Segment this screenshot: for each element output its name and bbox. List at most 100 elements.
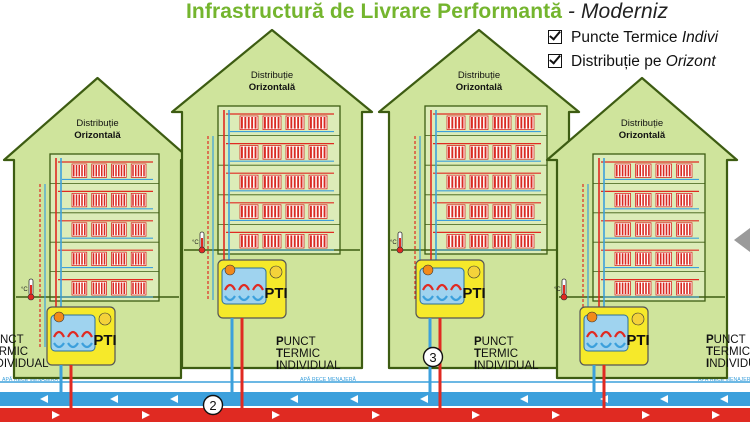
coil-hot bbox=[81, 330, 93, 338]
side-label-line: INDIVIDUAL bbox=[706, 358, 750, 370]
radiator-fin bbox=[530, 146, 533, 159]
hot-flow-arrow bbox=[52, 411, 60, 419]
radiator-row bbox=[614, 251, 693, 266]
radiator-row bbox=[446, 115, 535, 131]
radiator-fin bbox=[523, 205, 526, 218]
radiator-fin bbox=[241, 117, 243, 129]
radiator-fin bbox=[267, 205, 270, 218]
radiator-fin bbox=[504, 205, 507, 218]
radiator-fin bbox=[616, 253, 618, 265]
radiator-fin bbox=[662, 253, 665, 265]
radiator-fin bbox=[517, 205, 519, 218]
radiator-fin bbox=[313, 117, 316, 129]
radiator-fin bbox=[277, 205, 280, 218]
radiator-fin bbox=[665, 253, 668, 265]
radiator-fin bbox=[293, 146, 296, 159]
radiator-fin bbox=[621, 223, 624, 236]
radiator-fin bbox=[264, 205, 266, 218]
coil-cold bbox=[224, 295, 236, 302]
radiator bbox=[635, 222, 652, 237]
radiator-fin bbox=[461, 176, 464, 188]
radiator-fin bbox=[507, 176, 510, 188]
radiator-fin bbox=[78, 223, 81, 236]
radiator-fin bbox=[683, 223, 685, 236]
radiator-fin bbox=[616, 194, 618, 206]
coil-cold bbox=[436, 295, 448, 302]
radiator-fin bbox=[92, 165, 95, 177]
radiator-fin bbox=[458, 146, 461, 159]
radiator bbox=[655, 251, 672, 266]
radiator-fin bbox=[84, 253, 86, 265]
radiator-fin bbox=[81, 282, 83, 294]
roof-label-distributie: Distribuție bbox=[621, 118, 663, 129]
radiator-fin bbox=[668, 165, 671, 177]
radiator-fin bbox=[290, 176, 293, 188]
radiator-fin bbox=[101, 282, 103, 294]
radiator-fin bbox=[639, 165, 641, 177]
radiator-fin bbox=[241, 146, 243, 159]
radiator-fin bbox=[241, 176, 243, 188]
radiator-fin bbox=[264, 146, 266, 159]
marker-number: 2 bbox=[209, 398, 216, 413]
radiator-fin bbox=[624, 223, 627, 236]
radiator-row bbox=[614, 192, 693, 208]
radiator-row bbox=[71, 163, 147, 178]
radiator-fin bbox=[95, 194, 98, 206]
radiator bbox=[71, 281, 88, 296]
radiator bbox=[635, 251, 652, 266]
radiator-fin bbox=[497, 117, 500, 129]
radiator-fin bbox=[323, 176, 326, 188]
thermometer-bulb bbox=[198, 246, 206, 254]
radiator-fin bbox=[494, 176, 496, 188]
radiator-fin bbox=[677, 282, 680, 294]
radiator-fin bbox=[471, 117, 473, 129]
radiator-fin bbox=[624, 253, 627, 265]
radiator-fin bbox=[290, 117, 293, 129]
radiator-fin bbox=[636, 282, 639, 294]
hot-flow-arrow bbox=[472, 411, 480, 419]
radiator-fin bbox=[677, 194, 680, 206]
radiator-fin bbox=[657, 223, 659, 236]
radiator bbox=[111, 192, 127, 208]
radiator-fin bbox=[662, 194, 665, 206]
radiator-fin bbox=[621, 253, 624, 265]
hot-flow-arrow bbox=[552, 411, 560, 419]
radiator-fin bbox=[115, 253, 117, 265]
radiator-fin bbox=[621, 194, 624, 206]
radiator-fin bbox=[143, 253, 145, 265]
radiator-fin bbox=[657, 194, 659, 206]
radiator-fin bbox=[251, 176, 254, 188]
cold-flow-arrow bbox=[170, 395, 178, 403]
radiator-fin bbox=[78, 165, 81, 177]
radiator-fin bbox=[316, 176, 319, 188]
temperature-unit: °C bbox=[390, 240, 397, 246]
radiator-fin bbox=[323, 235, 326, 247]
radiator-fin bbox=[627, 223, 630, 236]
radiator-fin bbox=[73, 253, 75, 265]
radiator-fin bbox=[639, 223, 641, 236]
radiator bbox=[130, 163, 147, 178]
radiator-fin bbox=[73, 194, 75, 206]
radiator-fin bbox=[451, 117, 454, 129]
radiator bbox=[239, 145, 259, 160]
radiator-fin bbox=[474, 235, 477, 247]
radiator-fin bbox=[112, 165, 115, 177]
radiator-fin bbox=[98, 253, 100, 265]
radiator-fin bbox=[448, 176, 450, 188]
coil-hot bbox=[252, 283, 264, 291]
radiator-fin bbox=[461, 235, 464, 247]
radiator-fin bbox=[140, 165, 143, 177]
radiator-fin bbox=[481, 176, 484, 188]
radiator-fin bbox=[244, 117, 247, 129]
coil-hot bbox=[614, 330, 626, 338]
thermometer-icon bbox=[396, 231, 404, 254]
radiator-fin bbox=[132, 194, 134, 206]
radiator-fin bbox=[497, 176, 500, 188]
radiator-fin bbox=[320, 205, 323, 218]
radiator-fin bbox=[115, 223, 117, 236]
radiator-fin bbox=[75, 165, 78, 177]
coil-cold bbox=[67, 342, 79, 349]
radiator-fin bbox=[659, 253, 662, 265]
